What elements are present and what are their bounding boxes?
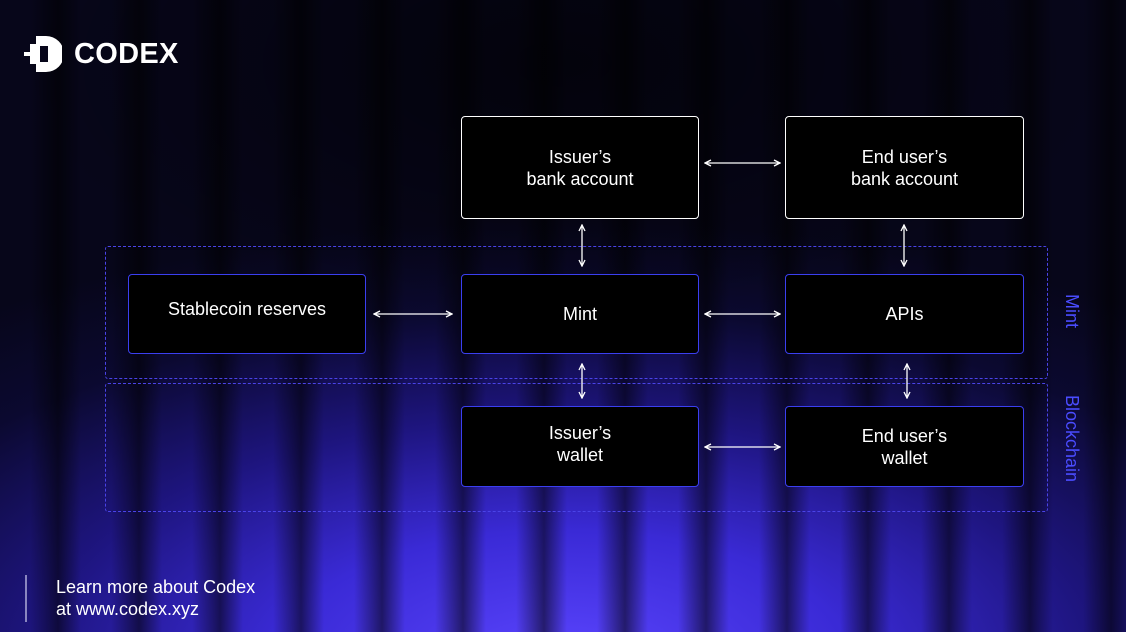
footer-divider: [25, 575, 27, 622]
issuer-wallet-label: Issuer’s wallet: [548, 422, 612, 465]
mint-zone-label: Mint: [1062, 294, 1082, 329]
codex-logo-text: CODEX: [74, 37, 179, 70]
blockchain-zone-label: Blockchain: [1062, 395, 1082, 483]
end-user-wallet-label: End user’s wallet: [861, 425, 948, 468]
mint-zone: [105, 246, 1048, 379]
mint-node: Mint: [461, 274, 699, 354]
stablecoin-reserves-label: Stablecoin reserves: [167, 299, 327, 319]
apis-label: APIs: [885, 304, 924, 324]
footer-text: Learn more about Codex at www.codex.xyz: [56, 576, 255, 620]
codex-logo-icon: [24, 36, 64, 72]
end-user-wallet-node: End user’s wallet: [785, 406, 1024, 487]
footer-line-1: Learn more about Codex: [56, 577, 256, 597]
issuer-wallet-node: Issuer’s wallet: [461, 406, 699, 487]
end-user-bank-account-label: End user’s bank account: [850, 146, 959, 189]
footer-line-2[interactable]: at www.codex.xyz: [56, 599, 200, 619]
issuer-bank-account-node: Issuer’s bank account: [461, 116, 699, 219]
blockchain-zone: [105, 383, 1048, 512]
issuer-bank-account-label: Issuer’s bank account: [526, 146, 634, 189]
apis-node: APIs: [785, 274, 1024, 354]
stablecoin-reserves-node: Stablecoin reserves: [128, 274, 366, 354]
mint-label: Mint: [562, 304, 597, 324]
end-user-bank-account-node: End user’s bank account: [785, 116, 1024, 219]
codex-logo: CODEX: [24, 36, 179, 72]
